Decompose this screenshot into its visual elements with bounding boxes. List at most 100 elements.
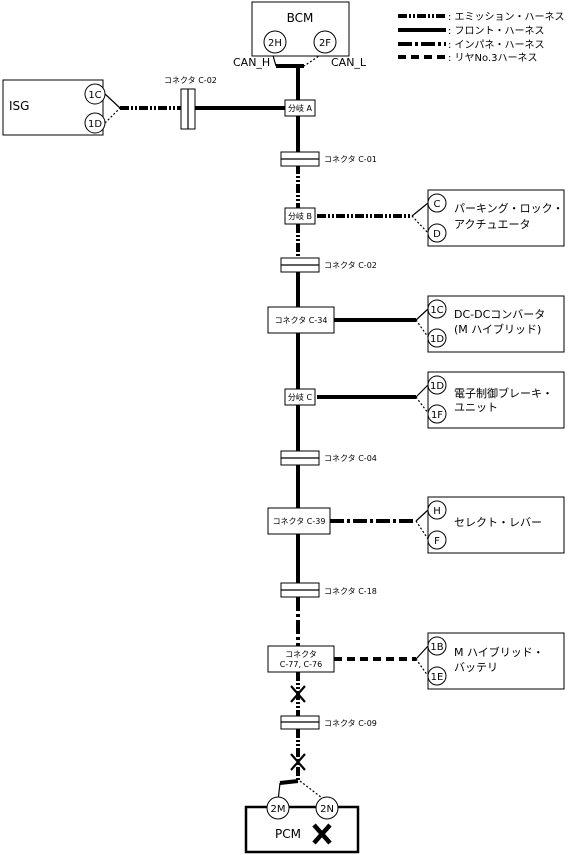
battery-1b-pigtail — [415, 645, 429, 660]
fault-x-mark-upper-b — [290, 685, 306, 703]
select-f-pigtail — [415, 520, 429, 540]
brake-control-unit: 1D 1F 電子制御ブレーキ・ ユニット — [427, 371, 565, 429]
brake-label-line1: 電子制御ブレーキ・ — [454, 386, 553, 400]
legend-inpane-label: : インパネ・ハーネス — [448, 39, 545, 51]
wiring — [104, 51, 429, 802]
pcm-label: PCM — [275, 827, 301, 841]
branch-b-label: 分岐 B — [288, 211, 312, 221]
select-pin-f — [427, 530, 447, 550]
pcm-merge-left — [279, 779, 299, 785]
legend-rear-label: : リヤNo.3ハーネス — [448, 52, 538, 64]
parking-pin-d — [427, 223, 447, 243]
brake-1f-pigtail — [415, 396, 429, 414]
parking-pin-d-label: D — [433, 229, 441, 240]
battery-pin-1e — [427, 666, 447, 686]
select-pin-f-label: F — [434, 536, 440, 547]
isg-1c-pigtail — [104, 93, 121, 109]
isg-pin-1d-label: 1D — [88, 119, 102, 130]
select-pin-h — [427, 500, 447, 520]
connector-c04-label: コネクタ C-04 — [324, 454, 377, 463]
bcm-pin-2f-label: 2F — [319, 38, 331, 49]
battery-pin-1b-label: 1B — [430, 642, 443, 653]
brake-pin-1d-label: 1D — [430, 381, 444, 392]
branch-c-box — [284, 388, 316, 406]
pcm-pin-2n — [315, 796, 339, 820]
connector-c34-label: コネクタ C-34 — [275, 316, 328, 325]
select-box — [427, 496, 565, 554]
bcm-label: BCM — [287, 11, 314, 25]
connector-c02-label: コネクタ C-02 — [324, 261, 377, 270]
connector-c18-label: コネクタ C-18 — [324, 587, 377, 596]
connector-c77-label-line2: C-77, C-76 — [280, 660, 322, 669]
battery-1e-pigtail — [415, 658, 429, 677]
fault-x-mark-lower-b — [290, 753, 306, 771]
pcm-pin-2m-label: 2M — [271, 804, 286, 815]
isg-pin-1d — [84, 112, 106, 134]
dcdc-converter: 1C 1D DC-DCコンバータ (M ハイブリッド) — [427, 295, 565, 353]
isg-pin-1c-label: 1C — [88, 90, 101, 101]
parking-label-line1: パーキング・ロック・ — [454, 201, 563, 215]
select-pin-h-label: H — [433, 506, 441, 517]
dcdc-label-line1: DC-DCコンバータ — [454, 308, 545, 321]
parking-lock-actuator: C D パーキング・ロック・ アクチュエータ — [427, 189, 565, 247]
parking-pin-c-label: C — [434, 199, 441, 210]
brake-pin-1f-label: 1F — [431, 410, 443, 421]
parking-label-line2: アクチュエータ — [454, 218, 530, 231]
dcdc-1c-pigtail — [415, 308, 429, 321]
isg-module: ISG 1C 1D コネクタ C-02 — [2, 76, 217, 136]
bcm-can-h-label: CAN_H — [233, 56, 270, 69]
select-lever: H F セレクト・レバー — [427, 496, 565, 554]
branch-c-label: 分岐 C — [288, 392, 313, 402]
battery-pin-1e-label: 1E — [431, 672, 444, 683]
brake-label-line2: ユニット — [454, 401, 498, 414]
bcm-pin-2f — [313, 30, 337, 54]
pcm-pin-2n-label: 2N — [320, 804, 334, 815]
dcdc-pin-1c — [427, 299, 447, 319]
legend-front-label: : フロント・ハーネス — [448, 25, 545, 37]
pcm-fault-x-b — [312, 823, 332, 845]
select-label: セレクト・レバー — [454, 516, 542, 529]
parking-box — [427, 189, 565, 247]
dcdc-pin-1d — [427, 328, 447, 348]
parking-pin-c — [427, 193, 447, 213]
dcdc-1d-pigtail — [415, 319, 429, 338]
connector-c77-label-line1: コネクタ — [285, 650, 317, 659]
branch-b-box — [284, 207, 316, 225]
battery-pin-1b — [427, 636, 447, 656]
connector-c39-label: コネクタ C-39 — [273, 517, 326, 526]
isg-connector-c02-label: コネクタ C-02 — [164, 76, 217, 85]
isg-pin-1c — [84, 83, 106, 105]
brake-box — [427, 371, 565, 429]
connector-c39-box — [267, 507, 331, 535]
connector-c77-c76-box — [267, 645, 335, 673]
bcm-pin-2h-label: 2H — [268, 38, 282, 49]
branch-a-label: 分岐 A — [288, 103, 313, 113]
pcm-box — [244, 805, 360, 854]
pcm-pin-2m — [266, 796, 290, 820]
brake-pin-1f — [427, 404, 447, 424]
branch-a-box — [284, 99, 316, 117]
hybrid-battery: 1B 1E M ハイブリッド・ バッテリ — [427, 632, 565, 690]
dcdc-pin-1c-label: 1C — [430, 305, 443, 316]
parking-d-pigtail — [411, 215, 429, 234]
battery-label-line1: M ハイブリッド・ — [454, 645, 544, 659]
connector-c01-label: コネクタ C-01 — [324, 155, 377, 164]
legend: : エミッション・ハーネス : フロント・ハーネス : インパネ・ハーネス : … — [398, 11, 565, 64]
battery-box — [427, 632, 565, 690]
isg-label: ISG — [9, 99, 29, 113]
spine-connectors: 分岐 A コネクタ C-01 分岐 B コネクタ C-02 コネクタ C-34 … — [267, 99, 377, 771]
legend-emission-label: : エミッション・ハーネス — [448, 11, 565, 23]
pcm-fault-x-icon — [312, 823, 332, 845]
fault-x-mark-upper — [290, 685, 306, 703]
bcm-module: BCM 2H 2F CAN_H CAN_L — [233, 1, 367, 69]
select-h-pigtail — [415, 509, 429, 522]
fault-x-mark-lower — [290, 753, 306, 771]
dcdc-label-line2: (M ハイブリッド) — [454, 322, 541, 336]
battery-label-line2: バッテリ — [454, 661, 498, 674]
connector-c09-label: コネクタ C-09 — [324, 719, 377, 728]
bcm-can-l-label: CAN_L — [331, 56, 367, 69]
connector-c34-box — [267, 306, 335, 334]
brake-pin-1d — [427, 375, 447, 395]
dcdc-box — [427, 295, 565, 353]
